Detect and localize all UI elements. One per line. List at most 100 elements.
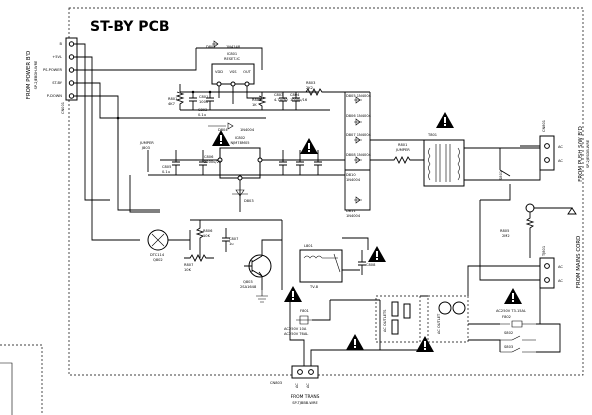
r802-c803-group: R802 1K C803 4.7u/50 C804 1000u/16 (252, 91, 330, 111)
left-pin-2 (68, 54, 75, 60)
jumper-left-ref: JUMPER (139, 141, 154, 145)
ic802-body (219, 147, 261, 179)
bridge-diode-1: D805 1N4004 (346, 94, 372, 98)
d802-part: 1N4148 (226, 45, 241, 49)
r803-resistor: R803 2K2 (300, 81, 345, 97)
q803-transistor: Q803 2SA1648 (240, 239, 282, 290)
mains-side-label: FROM MAINS CORD (576, 236, 582, 288)
jumper-right-ref: JUMPER (395, 148, 410, 152)
left-connector-wires (74, 43, 266, 241)
bridge-diode-4: D808 1N4004 (346, 153, 372, 157)
transformer-t801: T801 JUMPER R801 (370, 133, 500, 187)
pcb-title: ST-BY PCB (90, 19, 170, 35)
ic802-regulator: D804 1N4004 IC802 NJM78M05 D803 (160, 122, 345, 212)
bottom-connector-name: CN803 (270, 381, 282, 385)
f802-rating: AC250V T3.15AL (496, 309, 526, 313)
c803-ref: C803 (274, 93, 283, 97)
ac-outlets: AC OUTLETS AC OUTLET (375, 295, 469, 351)
left-connector-part: SP-2JEBDH-WRE (34, 60, 38, 89)
c806-value: 2200u/25 (204, 160, 221, 164)
r801-value: 4K7 (168, 102, 175, 106)
bottom-part: SP-TJBBB-WRE (292, 401, 318, 405)
r806-value: 10K (203, 234, 211, 238)
right-connector-push: AC AC CN801 FROM PUSH S/W B'D SP-2JESDB-… (500, 120, 590, 182)
r801-ref: R801 (168, 97, 177, 101)
bottom-connector-body (291, 365, 319, 379)
q803-part: 2SA1648 (240, 285, 257, 289)
ac-outlets-box (375, 295, 421, 343)
push-side-label: FROM PUSH S/W B'D (578, 126, 584, 181)
ic801-body (211, 63, 255, 85)
left-pin-4 (68, 80, 75, 86)
bottom-connector: CN803 AC AC FROM TRANS SP-TJBBB-WRE (270, 349, 380, 405)
left-connector: FROM POWER B'D SP-2JEBDH-WRE CN001 B +5V… (26, 37, 78, 114)
ground-symbol (256, 290, 268, 303)
warning-icon (300, 138, 318, 154)
c804-value: 1000u/16 (290, 98, 308, 102)
adjacent-board-outline (0, 344, 43, 415)
r805-ref: R805 (500, 229, 509, 233)
jumper-right-sub: R801 (398, 143, 407, 147)
c801-value: 100u (199, 100, 208, 104)
r802-value: 1K (252, 103, 257, 107)
jumper-left-sub: J803 (141, 146, 150, 150)
f801-ref: F801 (300, 309, 309, 313)
mains-node (525, 203, 535, 213)
mains-pin-2: AC (558, 279, 563, 283)
r803-value: 2K2 (306, 86, 313, 90)
c805-value: 0.1u (162, 170, 170, 174)
c801-ref: C801 (199, 95, 208, 99)
r801-c801-group: R801 4K7 C801 100u C802 0.1u (168, 84, 280, 117)
bottom-caption: FROM TRANS (291, 394, 320, 400)
right-connector-mains: R805 2M2 AC AC TJ801 FROM MAINS CORD (467, 200, 582, 325)
warning-icon (436, 112, 454, 128)
d804-part: 1N4004 (240, 128, 255, 132)
t801-body (423, 139, 465, 187)
push-connector-body (539, 135, 555, 171)
thermistor-sub: Q802 (153, 258, 163, 262)
bottom-pin-1: AC (295, 383, 299, 388)
warning-icon (368, 246, 386, 262)
push-part: SP-2JESDB-WRE (586, 139, 590, 168)
d810-ref: D810 (346, 173, 356, 177)
jumper-left-group: JUMPER J803 C805 0.1u C806 2200u/25 (129, 141, 345, 213)
bridge-rectifier: D805 1N4004 D806 1N4004 D807 1N4004 D808… (344, 91, 372, 218)
f801-rating: AC250V 10A (284, 327, 307, 331)
r807-value: 10K (184, 268, 192, 272)
c803-value: 4.7u/50 (274, 98, 288, 102)
left-pin-3-label: PS-POWER (43, 68, 63, 72)
warning-icon (346, 334, 364, 350)
pcb-outline (68, 7, 584, 376)
bridge-diode-3: D807 1N4004 (346, 133, 372, 137)
c805-ref: C805 (162, 165, 171, 169)
r803-ref: R803 (306, 81, 315, 85)
ac-outlet-label: AC OUTLET (437, 313, 441, 334)
warning-icon (284, 286, 302, 302)
c807-value: 1u (229, 242, 234, 246)
r805-value: 2M2 (502, 234, 510, 238)
ic802-ref: IC802 (235, 136, 245, 140)
d803-ref: D803 (244, 199, 254, 203)
c806-ref: C806 (204, 155, 214, 159)
relay-ref: L801 (304, 244, 313, 248)
fuse-f802-switches: AC250V T3.15AL F802 S802 S803 (468, 309, 561, 353)
thermistor-ref: DTC114 (150, 253, 165, 257)
bottom-pin-2: AC (306, 383, 310, 388)
left-pin-5 (68, 93, 75, 99)
d811-part: 1N4004 (346, 214, 361, 218)
left-pin-1 (68, 41, 75, 47)
ic801-pin-out: OUT (243, 70, 251, 74)
adjacent-board-edge (0, 362, 13, 415)
left-pin-4-label: ST-BY (52, 81, 63, 85)
left-pin-2-label: +5VL (52, 55, 62, 59)
f801-rating2: AC250V T6AL (284, 332, 308, 336)
ic801-reset-ic: D802 1N4148 IC801 RESET-IC VDD VSS OUT (206, 40, 262, 104)
c802-value: 0.1u (198, 113, 206, 117)
sw2-ref: S802 (504, 331, 513, 335)
push-connector-name: CN801 (542, 120, 546, 132)
bridge-diode-2: D806 1N4004 (346, 114, 372, 118)
relay-body (299, 249, 343, 283)
c807-ref: C807 (229, 237, 238, 241)
left-pin-3 (68, 67, 75, 73)
